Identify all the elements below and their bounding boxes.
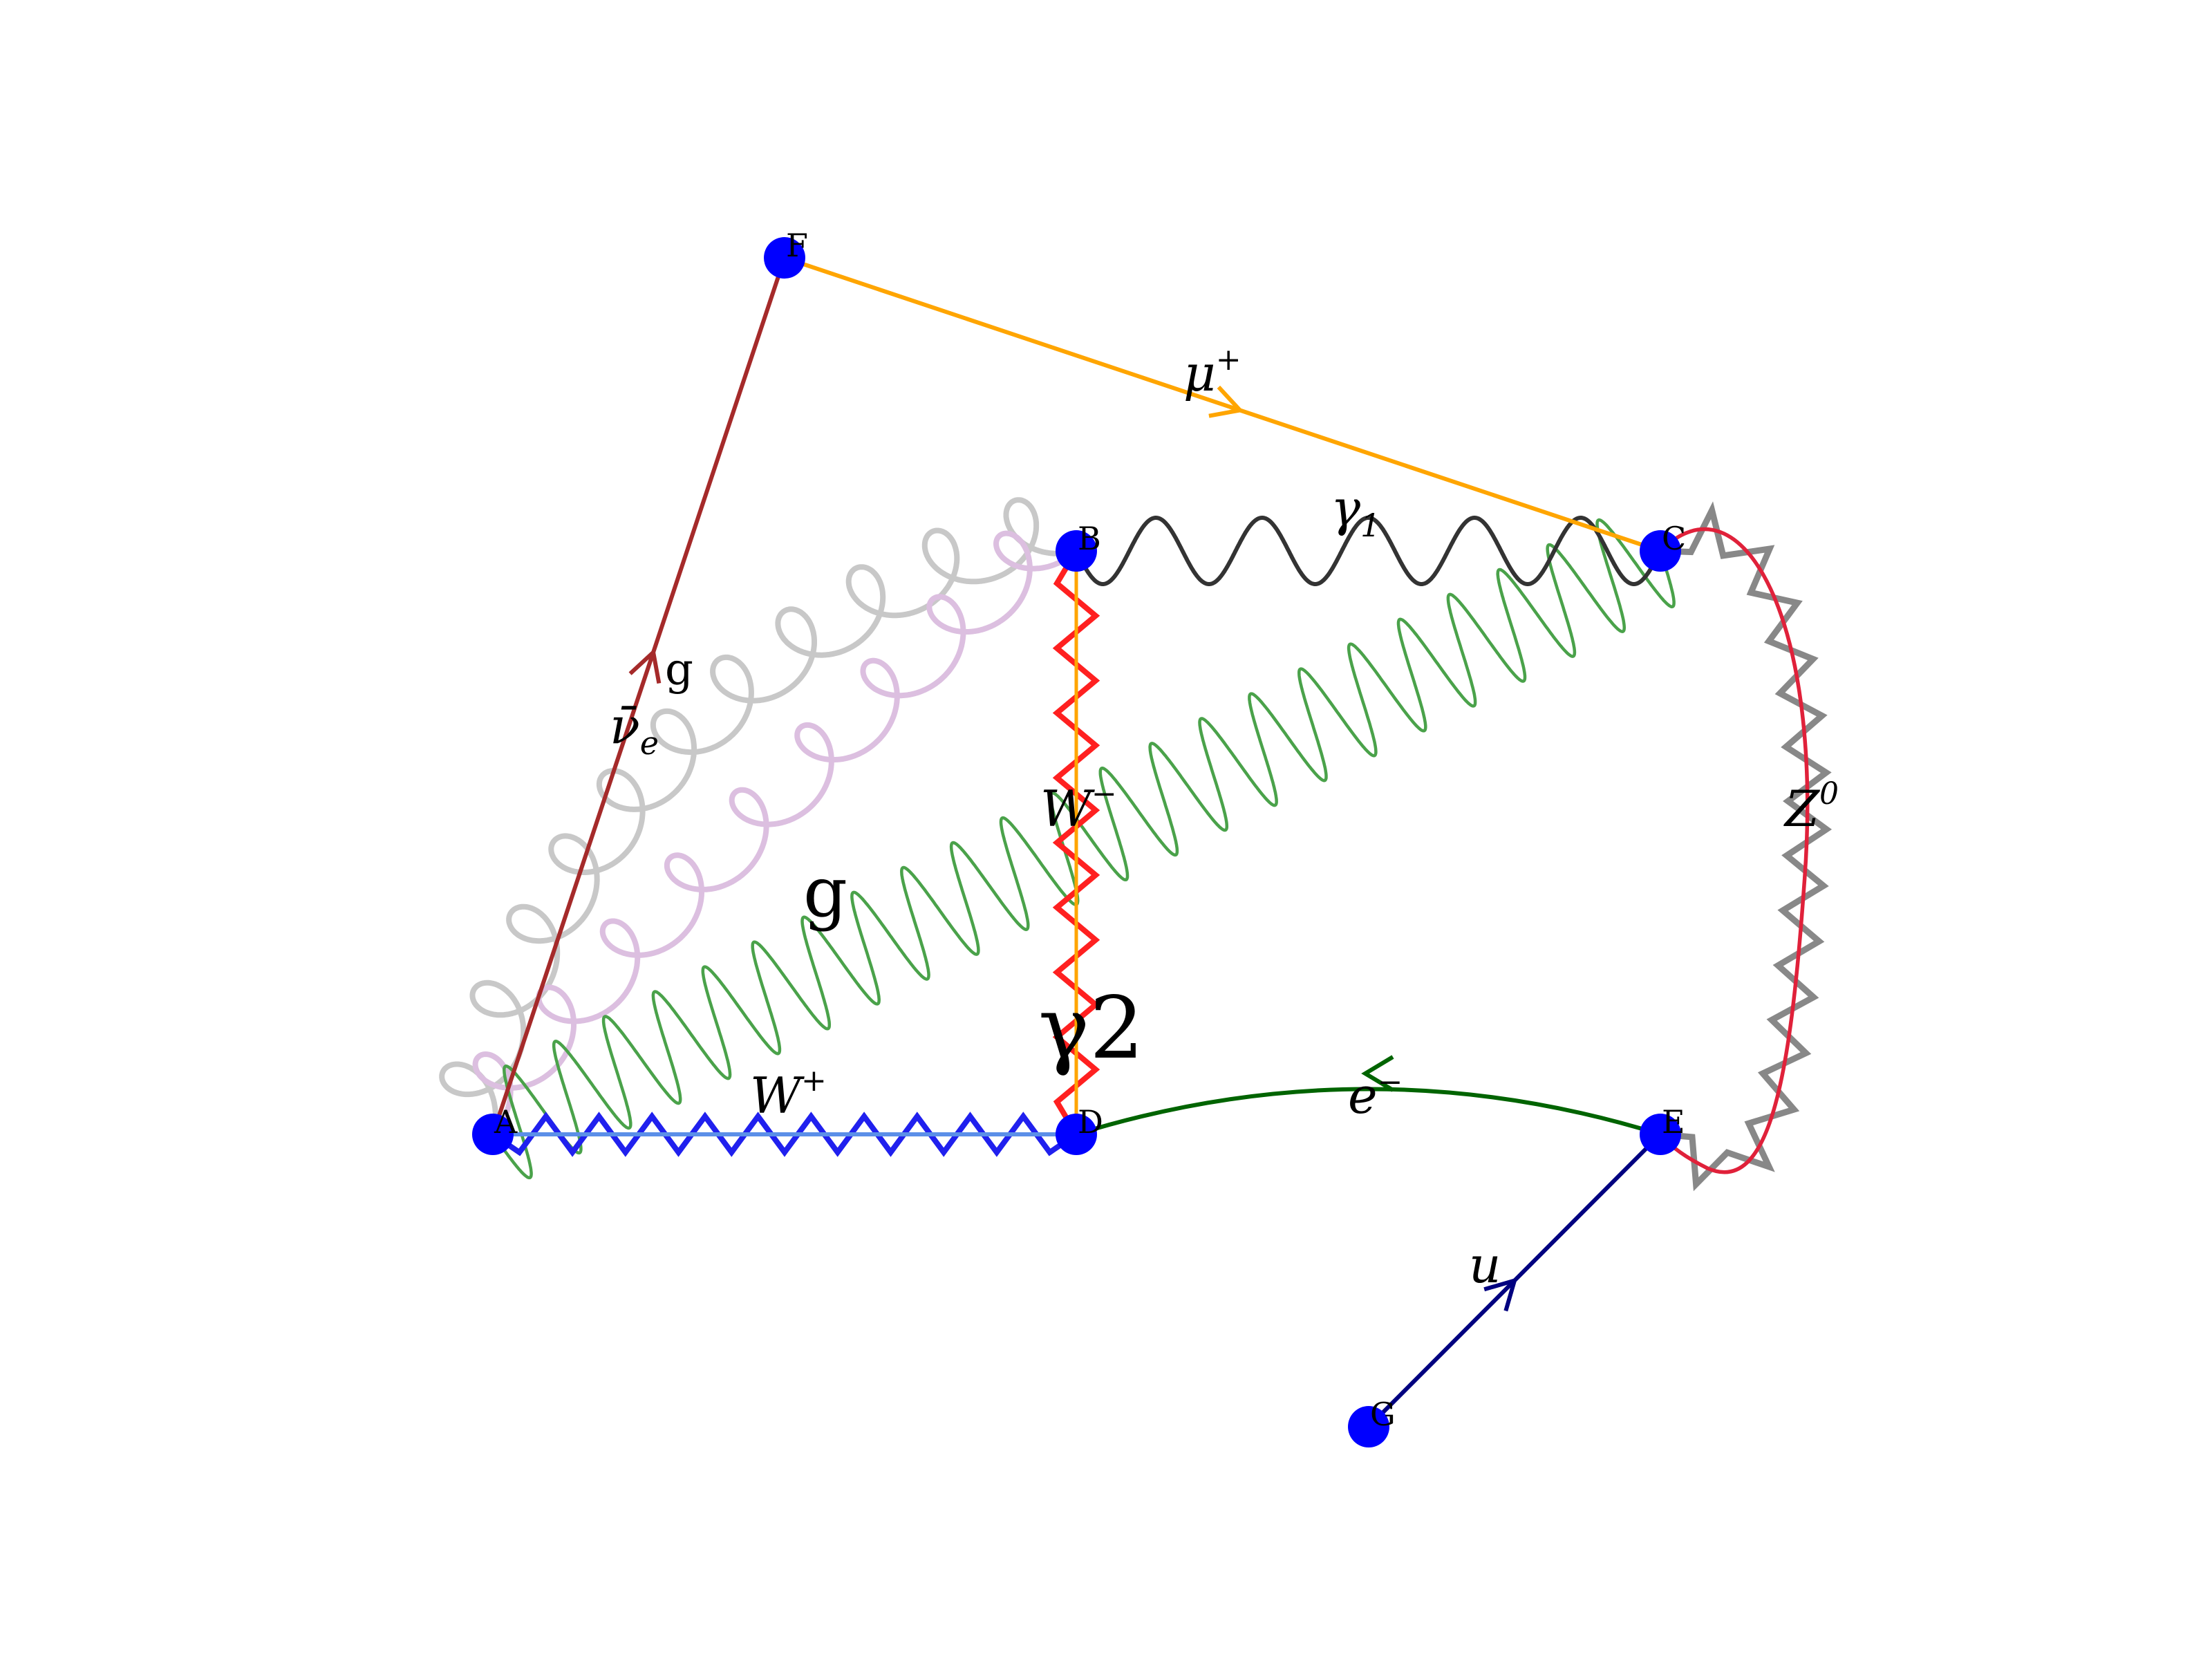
vertex-g	[1348, 1406, 1389, 1447]
label-gamma2: γ2	[1038, 979, 1144, 1078]
electron-arrow	[1361, 1055, 1394, 1092]
label-gamma1: γ1	[1331, 479, 1380, 544]
electron-line	[1076, 1087, 1661, 1136]
vertex-label-c: C	[1662, 520, 1686, 557]
label-w-plus: W+	[750, 1063, 827, 1125]
vertex-label-d: D	[1078, 1103, 1103, 1141]
label-w-minus: W−	[1040, 776, 1117, 838]
gluon-gray-line	[439, 497, 1079, 1137]
photon-gamma1-line	[1074, 516, 1662, 586]
antineutrino-arrow	[628, 648, 662, 684]
vertex-label-g: G	[1370, 1396, 1396, 1433]
vertex-label-e: E	[1662, 1103, 1685, 1141]
z-boson-zigzag	[1660, 501, 1833, 1192]
z-boson-curve	[1658, 527, 1810, 1174]
label-gluon-pink: g	[803, 852, 847, 932]
w-minus-zigzag	[1052, 549, 1100, 1136]
label-muon: μ+	[1183, 342, 1241, 402]
label-z-boson: Z0	[1783, 776, 1839, 838]
vertex-label-b: B	[1078, 520, 1101, 557]
muon-arrow	[1208, 385, 1244, 418]
w-plus-zigzag	[491, 1112, 1078, 1157]
muon-line	[784, 256, 1661, 553]
vertex-e	[1640, 1114, 1681, 1155]
label-up-quark: u	[1469, 1236, 1501, 1294]
label-electron: e−	[1348, 1065, 1403, 1125]
vertex-label-a: A	[494, 1103, 518, 1141]
antineutrino-line	[491, 257, 787, 1135]
vertex-c	[1640, 530, 1681, 572]
label-gluon-gray: g	[665, 644, 693, 695]
vertex-f	[764, 237, 805, 279]
vertices-group: A B C D E F G	[472, 227, 1686, 1447]
label-antineutrino: ν̄e	[610, 697, 659, 762]
vertex-label-f: F	[786, 227, 808, 264]
up-quark-arrow	[1483, 1277, 1518, 1312]
vertex-b	[1056, 530, 1097, 572]
photon-green-line	[491, 518, 1676, 1180]
vertex-d	[1056, 1114, 1097, 1155]
vertex-a	[472, 1114, 514, 1155]
